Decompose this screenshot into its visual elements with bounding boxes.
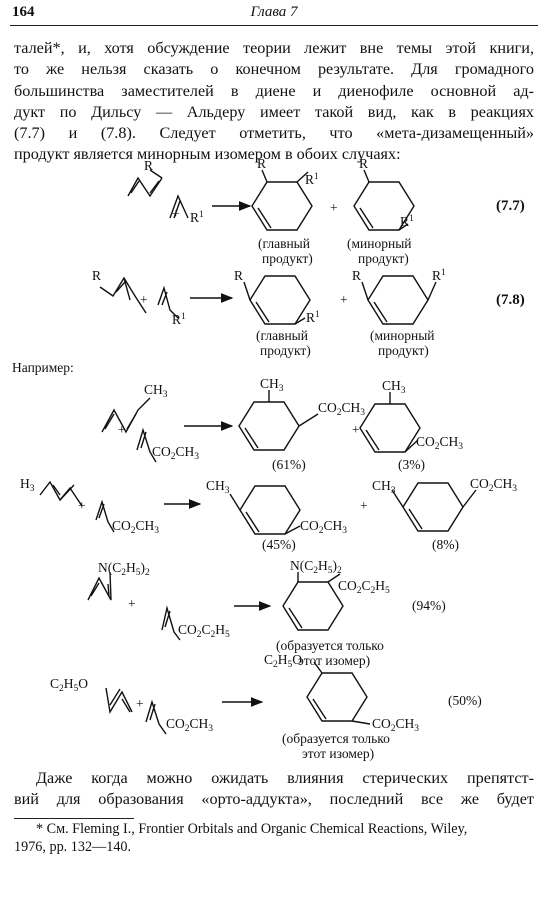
- svg-text:CH3: CH3: [260, 376, 284, 394]
- text-line: то же нельзя сказать о конечном результа…: [14, 60, 534, 79]
- svg-text:(минорный: (минорный: [347, 236, 412, 251]
- svg-text:CH3: CH3: [372, 478, 396, 496]
- svg-text:CO2CH3: CO2CH3: [152, 444, 199, 462]
- svg-text:CH3: CH3: [382, 378, 406, 396]
- svg-text:+: +: [330, 200, 338, 215]
- svg-text:CO2CH3: CO2CH3: [166, 716, 213, 734]
- example-3-dienophile: [161, 605, 181, 641]
- svg-text:R1: R1: [306, 310, 320, 325]
- chapter-title: Глава 7: [250, 4, 298, 20]
- svg-text:R: R: [352, 268, 361, 283]
- svg-text:+: +: [128, 596, 136, 611]
- svg-text:(минорный: (минорный: [370, 328, 435, 343]
- svg-text:продукт): продукт): [260, 343, 311, 358]
- svg-text:продукт): продукт): [378, 343, 429, 358]
- svg-text:R: R: [257, 156, 266, 171]
- outro-paragraph: Даже когда можно ожидать влияния стериче…: [14, 768, 534, 811]
- svg-text:(образуется только: (образуется только: [282, 731, 390, 746]
- yield-label: (50%): [448, 693, 482, 708]
- svg-text:R: R: [144, 158, 153, 173]
- svg-text:R1: R1: [400, 214, 414, 229]
- svg-text:CO2C2H5: CO2C2H5: [338, 578, 390, 596]
- example-4-diene: [105, 687, 133, 714]
- svg-text:+: +: [136, 696, 144, 711]
- example-label: Например:: [12, 360, 74, 375]
- footnote-line: * См. Fleming I., Frontier Orbitals and …: [36, 821, 468, 837]
- svg-text:этот изомер): этот изомер): [298, 653, 370, 668]
- example-4-dienophile: [145, 699, 167, 735]
- svg-text:R: R: [359, 156, 368, 171]
- text-line: Даже когда можно ожидать влияния стериче…: [36, 769, 534, 787]
- example-3-diene: [87, 571, 112, 601]
- svg-text:CO2CH3: CO2CH3: [416, 434, 463, 452]
- text-line: дукт по Дильсу — Альдеру имеет такой вид…: [14, 102, 534, 121]
- example-2-diene: [39, 480, 83, 507]
- reaction-7-8-diene: [99, 276, 147, 314]
- svg-text:+: +: [118, 422, 126, 437]
- yield-label: (3%): [398, 457, 425, 472]
- svg-text:H3: H3: [20, 476, 35, 494]
- svg-text:R1: R1: [190, 210, 204, 225]
- yield-label: (61%): [272, 457, 306, 472]
- svg-text:+: +: [172, 206, 180, 221]
- svg-text:продукт): продукт): [358, 251, 409, 266]
- svg-text:этот изомер): этот изомер): [302, 746, 374, 761]
- svg-text:(главный: (главный: [258, 236, 310, 251]
- page-header: 164 Глава 7: [0, 0, 548, 28]
- reaction-7-7-dienophile: [169, 194, 189, 219]
- svg-text:+: +: [360, 498, 368, 513]
- svg-text:+: +: [78, 498, 86, 513]
- svg-text:CO2CH3: CO2CH3: [318, 400, 365, 418]
- footnote-line: 1976, pp. 132—140.: [14, 839, 132, 855]
- scheme-text: R + R1 R R1 + R R1 (7.7) (главный продук…: [12, 156, 525, 761]
- svg-text:(образуется только: (образуется только: [276, 638, 384, 653]
- svg-text:R1: R1: [305, 172, 319, 187]
- svg-text:C2H5O: C2H5O: [264, 652, 302, 670]
- yield-label: (45%): [262, 537, 296, 552]
- yield-label: (94%): [412, 598, 446, 613]
- text-line: (7.7) и (7.8). Следует отметить, что «ме…: [14, 124, 534, 143]
- header-rule: [10, 25, 538, 26]
- footnote-rule: [14, 818, 134, 819]
- example-1-diene: [101, 397, 151, 434]
- svg-text:CO2CH3: CO2CH3: [470, 476, 517, 494]
- svg-text:CO2CH3: CO2CH3: [300, 518, 347, 536]
- svg-text:N(C2H5)2: N(C2H5)2: [98, 560, 150, 578]
- equation-number: (7.7): [496, 198, 525, 214]
- svg-text:CH3: CH3: [206, 478, 230, 496]
- svg-text:CO2CH3: CO2CH3: [112, 518, 159, 536]
- svg-text:CO2C2H5: CO2C2H5: [178, 622, 230, 640]
- text-line: большинства заместителей в диене и диено…: [14, 81, 534, 100]
- text-line: талей*, и, хотя обсуждение теории лежит …: [14, 39, 534, 57]
- svg-text:R1: R1: [432, 268, 446, 283]
- footnote: * См. Fleming I., Frontier Orbitals and …: [14, 820, 534, 856]
- svg-text:CH3: CH3: [144, 382, 168, 400]
- svg-text:(главный: (главный: [256, 328, 308, 343]
- text-line: продукт является минорным изомером в обо…: [14, 145, 401, 164]
- svg-text:+: +: [140, 292, 148, 307]
- svg-text:продукт): продукт): [262, 251, 313, 266]
- intro-paragraph: талей*, и, хотя обсуждение теории лежит …: [14, 38, 534, 166]
- text-line: вий для образования «орто-аддукта», посл…: [14, 790, 534, 809]
- yield-label: (8%): [432, 537, 459, 552]
- svg-text:R: R: [234, 268, 243, 283]
- page-number: 164: [12, 4, 35, 20]
- example-2-dienophile: [95, 499, 115, 533]
- equation-number: (7.8): [496, 292, 525, 308]
- reaction-7-7-diene: [127, 169, 163, 198]
- example-1-dienophile: [136, 427, 157, 463]
- svg-text:+: +: [352, 422, 360, 437]
- reaction-7-8-dienophile: [157, 285, 179, 319]
- svg-text:R: R: [92, 268, 101, 283]
- svg-text:C2H5O: C2H5O: [50, 676, 88, 694]
- svg-text:R1: R1: [172, 312, 186, 327]
- svg-text:+: +: [340, 292, 348, 307]
- svg-text:CO2CH3: CO2CH3: [372, 716, 419, 734]
